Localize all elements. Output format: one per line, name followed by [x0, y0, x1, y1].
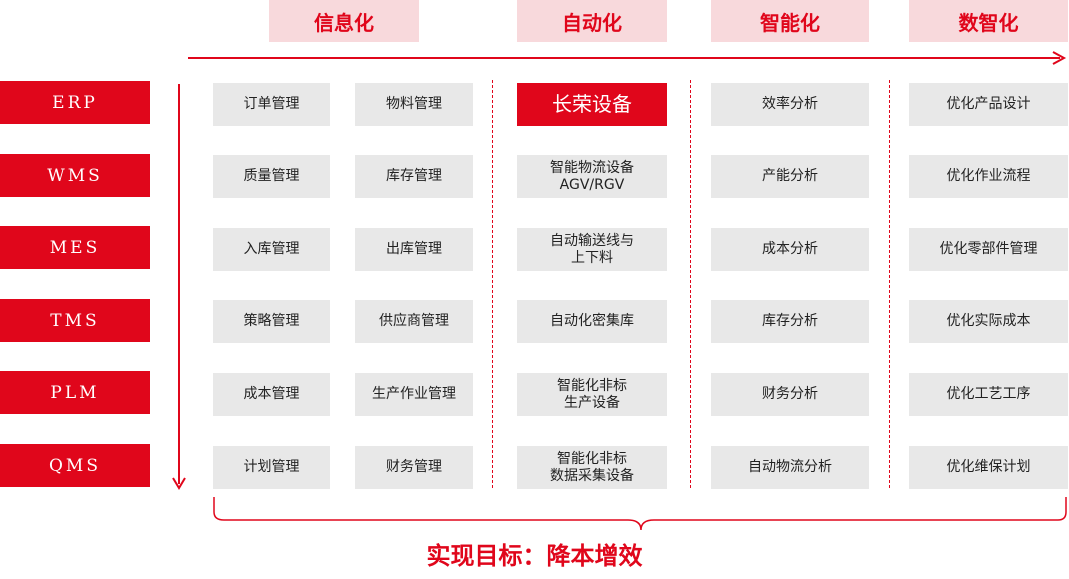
digital-cell-maintenance: 优化维保计划 — [909, 446, 1068, 489]
digital-cell-workflow: 优化作业流程 — [909, 155, 1068, 198]
system-label-mes: MES — [0, 226, 150, 269]
automation-cell-dense-storage: 自动化密集库 — [517, 300, 667, 343]
digital-cell-process: 优化工艺工序 — [909, 373, 1068, 416]
digital-cell-parts: 优化零部件管理 — [909, 228, 1068, 271]
info-cell-strategy: 策略管理 — [213, 300, 330, 343]
intelligence-cell-inventory: 库存分析 — [711, 300, 869, 343]
goal-caption: 实现目标：降本增效 — [426, 542, 643, 570]
system-label-tms: TMS — [0, 299, 150, 342]
info-cell-production: 生产作业管理 — [355, 373, 473, 416]
stage-header-informatization: 信息化 — [269, 0, 419, 42]
system-label-wms: WMS — [0, 154, 150, 197]
system-label-erp: ERP — [0, 81, 150, 124]
stage-header-digital-intelligence: 数智化 — [909, 0, 1068, 42]
info-cell-quality: 质量管理 — [213, 155, 330, 198]
system-label-qms: QMS — [0, 444, 150, 487]
intelligence-cell-cost: 成本分析 — [711, 228, 869, 271]
info-cell-supplier: 供应商管理 — [355, 300, 473, 343]
info-cell-inbound: 入库管理 — [213, 228, 330, 271]
progress-arrow-horizontal — [188, 51, 1067, 65]
system-label-plm: PLM — [0, 371, 150, 414]
column-divider — [492, 80, 493, 488]
stage-header-intelligence: 智能化 — [711, 0, 869, 42]
intelligence-cell-efficiency: 效率分析 — [711, 83, 869, 126]
digital-cell-product-design: 优化产品设计 — [909, 83, 1068, 126]
automation-cell-agv: 智能物流设备 AGV/RGV — [517, 155, 667, 198]
intelligence-cell-capacity: 产能分析 — [711, 155, 869, 198]
column-divider — [690, 80, 691, 488]
automation-cell-data-collection: 智能化非标 数据采集设备 — [517, 446, 667, 489]
info-cell-plan: 计划管理 — [213, 446, 330, 489]
automation-cell-changrong: 长荣设备 — [517, 83, 667, 126]
digital-cell-actual-cost: 优化实际成本 — [909, 300, 1068, 343]
info-cell-inventory: 库存管理 — [355, 155, 473, 198]
intelligence-cell-finance: 财务分析 — [711, 373, 869, 416]
info-cell-order: 订单管理 — [213, 83, 330, 126]
info-cell-material: 物料管理 — [355, 83, 473, 126]
column-divider — [889, 80, 890, 488]
goal-bracket — [213, 497, 1067, 531]
info-cell-finance: 财务管理 — [355, 446, 473, 489]
progress-arrow-vertical — [172, 84, 186, 490]
automation-cell-conveyor: 自动输送线与 上下料 — [517, 228, 667, 271]
stage-header-automation: 自动化 — [517, 0, 667, 42]
info-cell-cost: 成本管理 — [213, 373, 330, 416]
automation-cell-production-equipment: 智能化非标 生产设备 — [517, 373, 667, 416]
info-cell-outbound: 出库管理 — [355, 228, 473, 271]
intelligence-cell-logistics: 自动物流分析 — [711, 446, 869, 489]
